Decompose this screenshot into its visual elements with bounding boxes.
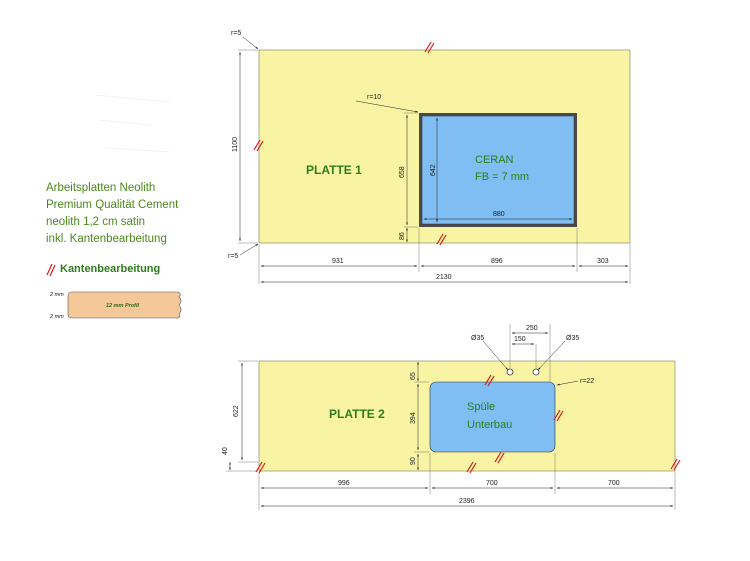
platte2-cutout-title: Spüle xyxy=(467,401,495,413)
platte2-dim-left: 996 xyxy=(338,480,350,487)
platte1-label: PLATTE 1 xyxy=(306,163,362,177)
legend-line-3: neolith 1,2 cm satin xyxy=(46,216,146,228)
platte1-dim-cutout-w: 880 xyxy=(493,211,505,218)
platte1-r-top: r=5 xyxy=(231,30,241,37)
platte2-dim-right: 700 xyxy=(608,480,620,487)
faint-watermark xyxy=(94,94,171,153)
platte2-cutout xyxy=(429,381,556,453)
platte1-dim-left: 931 xyxy=(332,258,344,265)
platte2-r-cutout: r=22 xyxy=(580,378,594,385)
platte1-cutout-sub: FB = 7 mm xyxy=(475,171,529,183)
platte2-hole-right xyxy=(532,368,540,376)
platte1-r-cutout: r=10 xyxy=(367,94,381,101)
platte1-dim-mid: 896 xyxy=(491,258,503,265)
platte1-dim-bottom-gap: 86 xyxy=(399,232,406,240)
platte1-dim-height: 1100 xyxy=(232,137,239,152)
platte2-dim-bottom-gap: 90 xyxy=(410,457,417,465)
platte1-group: PLATTE 1 CERAN FB = 7 mm r=5 r=5 r=10 11… xyxy=(228,30,631,284)
legend-line-4: inkl. Kantenbearbeitung xyxy=(46,233,167,245)
platte2-dim-sink-h: 394 xyxy=(410,412,417,424)
platte2-dim-hole-span: 250 xyxy=(526,325,538,332)
legend-line-2: Premium Qualität Cement xyxy=(46,199,179,211)
platte2-dim-top-gap: 65 xyxy=(410,372,417,380)
platte2-dim-height: 622 xyxy=(233,405,240,417)
platte2-hole-left xyxy=(506,368,514,376)
platte1-dim-total: 2130 xyxy=(436,274,452,281)
platte2-cutout-sub: Unterbau xyxy=(467,419,512,431)
platte1-cutout-title: CERAN xyxy=(475,154,514,166)
profile-bottom-label: 2 mm xyxy=(49,314,64,320)
platte1-edge-marks xyxy=(253,41,447,246)
platte1-dim-cutout-inner-h: 642 xyxy=(430,164,437,176)
platte1-cutout xyxy=(421,115,575,225)
edge-profile: 2 mm 2 mm 12 mm Profil xyxy=(49,291,182,320)
platte2-dim-hole-spacing: 150 xyxy=(514,336,526,343)
platte2-label: PLATTE 2 xyxy=(329,407,385,421)
platte2-group: PLATTE 2 Spüle Unterbau Ø35 Ø35 150 250 … xyxy=(222,324,681,510)
profile-name: 12 mm Profil xyxy=(106,303,139,309)
platte2-hole-left-label: Ø35 xyxy=(471,335,484,342)
edge-legend-label: Kantenbearbeitung xyxy=(60,263,161,275)
platte2-dim-mid: 700 xyxy=(486,480,498,487)
platte1-r-bottom: r=5 xyxy=(228,253,238,260)
platte2-hole-right-label: Ø35 xyxy=(566,335,579,342)
legend-line-1: Arbeitsplatten Neolith xyxy=(46,182,156,194)
platte2-dim-step: 40 xyxy=(222,447,229,455)
platte1-dim-cutout-outer-h: 658 xyxy=(399,166,406,178)
platte2-edge-marks xyxy=(255,374,681,474)
platte1-dim-right: 303 xyxy=(597,258,609,265)
edge-legend-mark xyxy=(46,263,56,277)
platte2-dim-total: 2396 xyxy=(459,498,475,505)
material-legend: Arbeitsplatten Neolith Premium Qualität … xyxy=(46,180,178,248)
profile-top-label: 2 mm xyxy=(49,292,64,298)
